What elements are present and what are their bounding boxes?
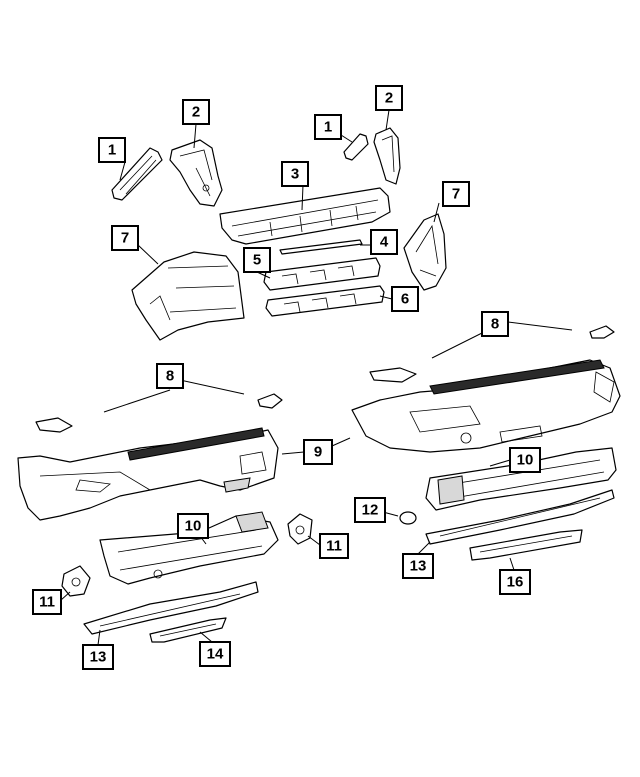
callout-label: 7 [452,186,460,203]
part-small-bracket-right [287,513,313,545]
part-fascia-right-assembly [351,359,621,453]
callout-10-left: 10 [177,513,209,539]
callout-11-right: 11 [319,533,349,559]
callout-label: 11 [326,538,342,555]
callout-label: 3 [291,166,299,183]
callout-7-left: 7 [111,225,139,251]
callout-12: 12 [354,497,386,523]
callout-2-left: 2 [182,99,210,125]
part-skid-strip-left [83,581,259,635]
callout-9: 9 [303,439,333,465]
callout-1-right: 1 [314,114,342,140]
part-corner-trim-right [369,367,417,383]
callout-label: 10 [517,452,534,469]
callout-6: 6 [391,286,419,312]
part-lower-beam-left [99,511,279,585]
callout-8-right: 8 [481,311,509,337]
callout-label: 13 [90,649,107,666]
callout-label: 2 [192,104,200,121]
callout-label: 14 [207,646,224,663]
callout-label: 8 [491,316,499,333]
callout-label: 8 [166,368,174,385]
callout-label: 10 [185,518,202,535]
part-plug [399,511,417,525]
part-side-bracket-left [169,139,223,207]
callout-2-right: 2 [375,85,403,111]
callout-1-left: 1 [98,137,126,163]
callout-label: 5 [253,252,261,269]
callout-label: 1 [324,119,332,136]
part-thin-bar [279,239,363,255]
callout-label: 2 [385,90,393,107]
part-corner-trim-left [35,417,73,433]
callout-14: 14 [199,641,231,667]
part-reinforcement-beam [219,187,391,245]
callout-label: 13 [410,558,427,575]
callout-10-right: 10 [509,447,541,473]
callout-13-right: 13 [402,553,434,579]
callout-label: 11 [39,594,55,611]
part-side-bracket-right [373,127,401,185]
part-small-bracket-left [61,565,91,597]
part-lower-trim-right [469,529,583,561]
callout-3: 3 [281,161,309,187]
callout-label: 1 [108,142,116,159]
callout-label: 16 [507,574,524,591]
callout-16: 16 [499,569,531,595]
callout-4: 4 [370,229,398,255]
callout-8-left: 8 [156,363,184,389]
part-side-panel-left [131,251,245,341]
leader-lines [60,109,573,646]
callout-label: 9 [314,444,322,461]
part-fascia-left-assembly [17,427,279,521]
part-bracket-strip-right [343,133,369,161]
part-corner-trim-right-2 [589,325,615,339]
callout-label: 7 [121,230,129,247]
part-skid-strip-right [425,489,615,545]
part-absorber-lower [265,285,385,317]
part-bracket-strip-left [111,147,163,201]
part-side-panel-right [403,213,447,291]
callout-label: 12 [362,502,379,519]
part-absorber-upper [263,257,381,291]
part-corner-trim-left-2 [257,393,283,409]
callout-13-left: 13 [82,644,114,670]
callout-5: 5 [243,247,271,273]
callout-label: 6 [401,291,409,308]
callout-11-left: 11 [32,589,62,615]
part-lower-trim [149,617,227,643]
callout-7-right: 7 [442,181,470,207]
callout-label: 4 [380,234,389,251]
